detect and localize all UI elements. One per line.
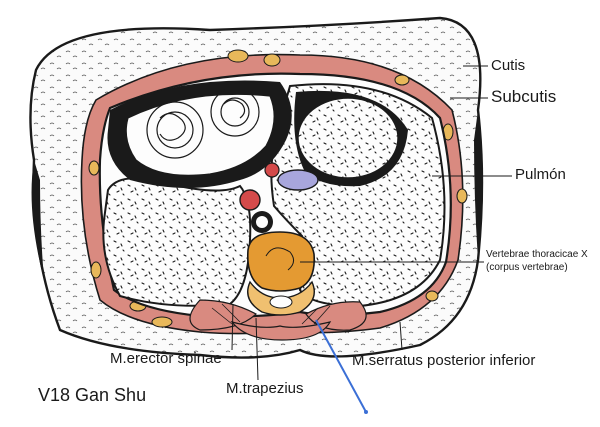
vertebral-body	[246, 231, 316, 292]
label-vertebrae-line2: (corpus vertebrae)	[486, 262, 568, 273]
diagram-title: V18 Gan Shu	[38, 385, 147, 405]
spinal-canal	[269, 295, 293, 309]
leader-lines	[231, 65, 512, 381]
label-cutis: Cutis	[491, 57, 526, 74]
aorta-small	[264, 162, 280, 178]
aorta	[239, 189, 261, 211]
label-serratus: M.serratus posterior inferior	[352, 352, 536, 369]
skin-shadow-right	[474, 110, 483, 260]
skin-shadow-left	[31, 160, 44, 280]
lung-right	[102, 177, 252, 307]
label-subcutis: Subcutis	[491, 87, 557, 106]
label-vertebrae-line1: Vertebrae thoracicae X	[486, 249, 588, 260]
label-erector-spinae: M.erector spinae	[110, 350, 222, 367]
inferior-vena-cava	[277, 169, 319, 191]
label-pulmon: Pulmón	[515, 166, 566, 183]
acupuncture-needle	[315, 319, 367, 413]
label-vertebrae: Vertebrae thoracicae X (corpus vertebrae…	[486, 248, 588, 274]
intestine-loops	[146, 87, 260, 159]
stomach-lumen	[297, 97, 399, 179]
label-trapezius: M.trapezius	[226, 380, 304, 397]
